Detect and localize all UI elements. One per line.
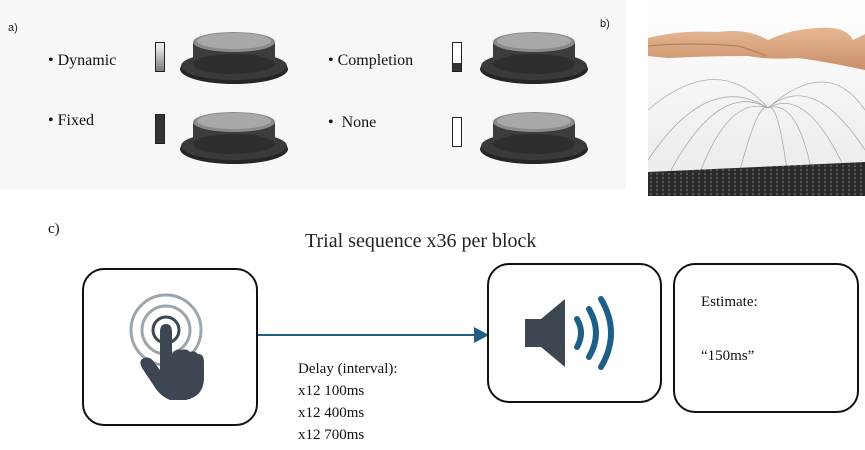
option-fixed-label: Fixed (57, 112, 95, 129)
delay-arrow (258, 327, 489, 343)
panel-b-letter: b) (600, 18, 610, 30)
delay-400: x12 400ms (298, 405, 365, 421)
option-dynamic: • Dynamic (48, 52, 117, 69)
tap-gesture-icon (129, 293, 204, 400)
panel-a: a) • Dynamic • Fixed • Completion • None (0, 0, 626, 190)
delay-700: x12 700ms (298, 427, 365, 443)
none-button-icon (480, 112, 588, 164)
completion-button-icon (480, 32, 588, 84)
estimate-value: “150ms” (701, 348, 755, 364)
option-none-label: None (341, 114, 377, 131)
option-dynamic-label: Dynamic (57, 52, 117, 69)
trial-sequence-title: Trial sequence x36 per block (305, 230, 537, 252)
option-completion: • Completion (328, 52, 414, 69)
completion-indicator (452, 42, 462, 72)
dynamic-indicator (155, 42, 165, 72)
speaker-icon (525, 296, 614, 370)
delay-label: Delay (interval): (298, 361, 398, 377)
estimate-label: Estimate: (701, 294, 758, 310)
panel-a-letter: a) (8, 22, 18, 34)
hand-icon (648, 27, 865, 70)
tap-box (82, 268, 258, 426)
panel-c-letter: c) (48, 221, 60, 237)
panel-b-haptic-illustration (648, 0, 865, 196)
fixed-button-icon (180, 112, 288, 164)
option-fixed: • Fixed (48, 112, 95, 129)
none-indicator (452, 117, 462, 147)
sound-box (487, 263, 662, 403)
option-completion-label: Completion (337, 52, 414, 69)
fixed-indicator (155, 114, 165, 144)
dynamic-button-icon (180, 32, 288, 84)
delay-100: x12 100ms (298, 383, 365, 399)
option-none: • None (328, 114, 377, 131)
delay-info: Delay (interval): x12 100ms x12 400ms x1… (298, 358, 398, 446)
estimate-box: Estimate: “150ms” (673, 263, 859, 413)
